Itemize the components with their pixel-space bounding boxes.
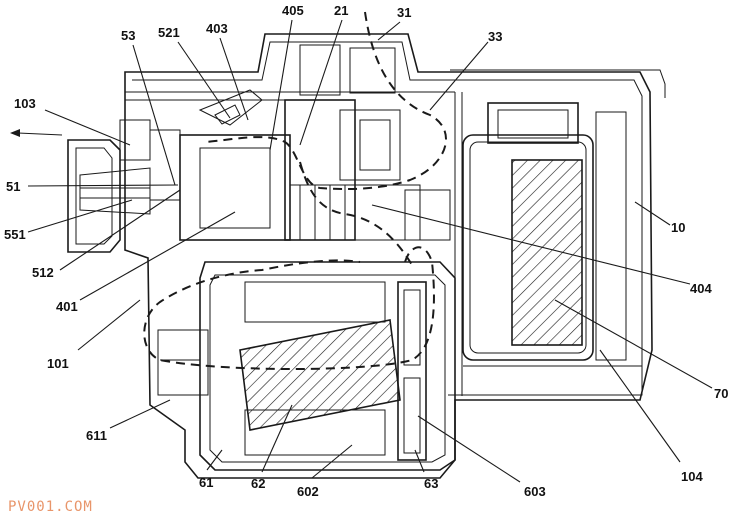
outlet-nozzle bbox=[10, 119, 181, 253]
label-602: 602 bbox=[297, 484, 319, 499]
label-61: 61 bbox=[199, 475, 213, 490]
label-551: 551 bbox=[4, 227, 26, 242]
label-401: 401 bbox=[56, 299, 78, 314]
label-521: 521 bbox=[158, 25, 180, 40]
label-405: 405 bbox=[282, 3, 304, 18]
label-10: 10 bbox=[671, 220, 685, 235]
label-63: 63 bbox=[424, 476, 438, 491]
label-101: 101 bbox=[47, 356, 69, 371]
label-512: 512 bbox=[32, 265, 54, 280]
upper-shaft-assembly bbox=[179, 44, 451, 241]
label-103: 103 bbox=[14, 96, 36, 111]
label-70: 70 bbox=[714, 386, 728, 401]
label-404: 404 bbox=[690, 281, 712, 296]
label-611: 611 bbox=[86, 428, 107, 443]
label-33: 33 bbox=[488, 29, 502, 44]
reference-labels: 53 521 403 405 21 31 33 103 51 551 512 4… bbox=[4, 3, 728, 499]
label-62: 62 bbox=[251, 476, 265, 491]
airflow-path bbox=[143, 11, 447, 370]
label-53: 53 bbox=[121, 28, 135, 43]
label-51: 51 bbox=[6, 179, 20, 194]
label-21: 21 bbox=[334, 3, 348, 18]
label-403: 403 bbox=[206, 21, 228, 36]
watermark: PV001.COM bbox=[8, 499, 93, 515]
battery-compartment bbox=[462, 102, 642, 367]
label-603: 603 bbox=[524, 484, 546, 499]
leader-lines bbox=[27, 19, 713, 483]
lower-motor-section bbox=[157, 261, 456, 471]
housing-outline bbox=[124, 33, 666, 479]
label-31: 31 bbox=[397, 5, 411, 20]
label-104: 104 bbox=[681, 469, 703, 484]
